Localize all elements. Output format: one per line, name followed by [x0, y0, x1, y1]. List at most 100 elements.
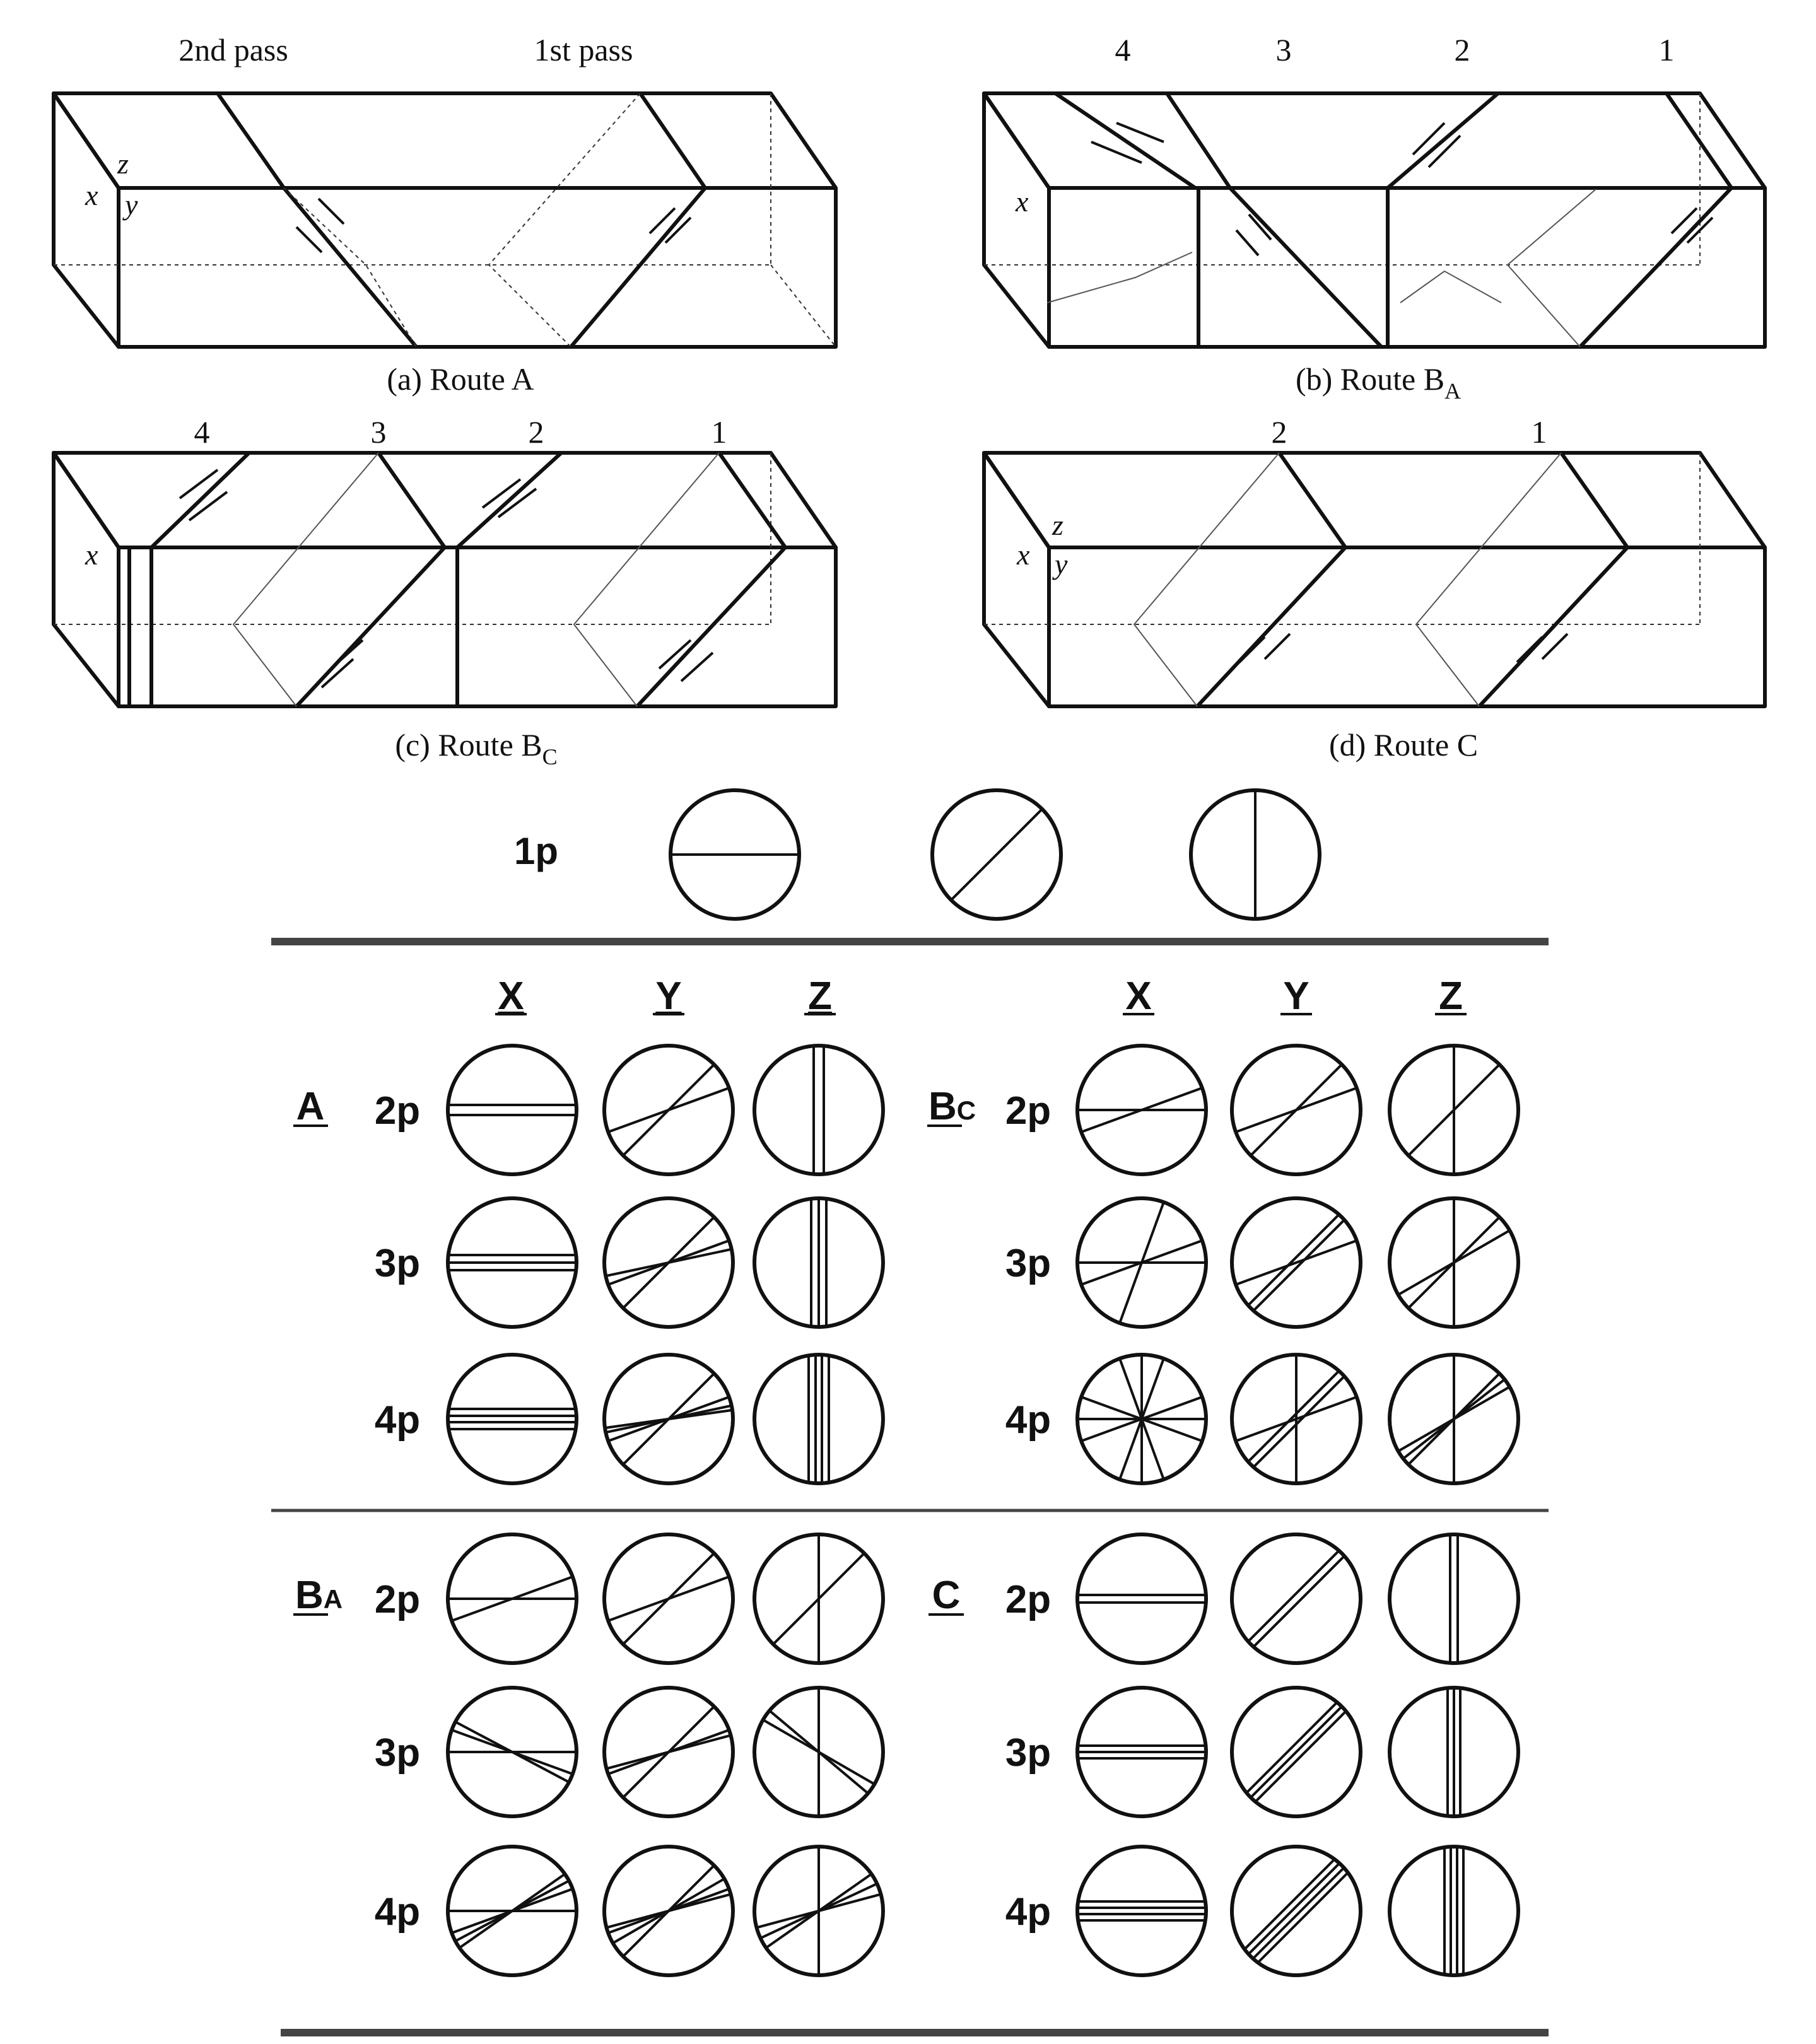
route-label-ba-subscript: A	[324, 1584, 343, 1614]
route-c-hidden-shear	[1415, 452, 1562, 707]
shear-plane-circle	[1230, 1353, 1362, 1485]
route-bc-end-face	[52, 451, 120, 708]
shear-trace-line	[1236, 1239, 1356, 1286]
circle-outline	[446, 1044, 578, 1176]
route-c-top-face	[982, 451, 1767, 549]
route-label-ba-main: B	[295, 1574, 324, 1617]
route-a-shear-arrow	[317, 197, 345, 225]
route-a-hidden-shear-1	[488, 93, 641, 347]
shear-plane-circle	[602, 1533, 735, 1665]
circle-outline	[753, 1353, 885, 1485]
route-c-pass-label-2: 2	[1272, 414, 1287, 450]
shear-plane-circle	[1075, 1533, 1208, 1665]
route-ba-pass-label-3: 3	[1276, 32, 1292, 67]
route-a-end-face	[52, 91, 120, 349]
circle-outline	[1388, 1845, 1520, 1977]
route-c-caption: (d) Route C	[1329, 727, 1478, 762]
route-bc-shear-arrow	[179, 469, 219, 499]
circle-outline	[1075, 1845, 1208, 1977]
shear-trace-line	[1250, 1706, 1342, 1798]
shear-trace-line	[1082, 1087, 1202, 1133]
shear-plane-circle	[1075, 1845, 1208, 1977]
route-bc-panel: 4 3 2 1 x (c) Ro	[52, 414, 838, 769]
shear-plane-circle	[446, 1533, 578, 1665]
pass-row-label: 3p	[375, 1242, 420, 1285]
shear-trace-line	[1253, 1867, 1344, 1959]
pass-row-label: 3p	[1005, 1242, 1051, 1285]
pass-row-label: 3p	[1005, 1731, 1051, 1775]
route-ba-panel: 4 3 2 1 x (b) Ro	[982, 32, 1767, 404]
route-a-front-face	[117, 186, 838, 349]
first-pass-circle	[669, 788, 801, 921]
route-a-axis-z: z	[117, 148, 129, 180]
route-ba-shear-arrow	[1248, 213, 1272, 241]
plane-header-x-right: X	[1125, 974, 1151, 1018]
route-label-c: C	[932, 1574, 961, 1617]
route-a-top-face	[52, 91, 838, 190]
route-ba-shear-arrow	[1412, 122, 1446, 156]
route-bc-shear-plane-3	[295, 452, 447, 708]
pass-row-label: 4p	[1005, 1890, 1051, 1934]
route-label-ba: BA	[295, 1574, 343, 1617]
shear-trace-line	[1248, 1550, 1339, 1642]
shear-trace-line	[455, 1721, 569, 1783]
route-c-front-face	[1047, 546, 1767, 708]
plane-header-y-right: Y	[1283, 974, 1309, 1018]
header-left: X Y Z	[495, 974, 836, 1018]
shear-plane-circle	[1230, 1196, 1362, 1329]
route-ba-shear-arrow	[1427, 134, 1462, 168]
route-a-hidden-shear-2	[283, 187, 417, 347]
route-bc-caption-subscript: C	[542, 744, 558, 769]
route-bc-shear-arrow	[320, 658, 354, 689]
shear-plane-circle	[1230, 1044, 1362, 1176]
first-pass-circle	[1189, 788, 1321, 921]
header-right: X Y Z	[1123, 974, 1467, 1018]
route-bc-caption: (c) Route BC	[395, 727, 557, 769]
first-pass-circle	[930, 788, 1063, 921]
route-a-hidden-edge	[770, 264, 836, 347]
route-ba-hidden-shear	[1046, 252, 1193, 303]
route-ba-shear-plane-3	[1165, 92, 1383, 349]
route-grid-2: 2p 3p 4p	[1005, 1044, 1520, 1485]
route-bc-shear-plane-1	[635, 452, 788, 708]
route-bc-hidden-shear	[232, 452, 379, 707]
route-c-shear-arrow	[1238, 636, 1266, 663]
route-a-shear-plane-1	[569, 92, 708, 348]
route-ba-pass-label-1: 1	[1659, 32, 1675, 67]
route-bc-pass-label-1: 1	[712, 414, 727, 450]
route-ba-top-face	[982, 91, 1767, 190]
route-bc-shear-plane-2	[455, 451, 563, 549]
shear-plane-circle	[753, 1533, 885, 1665]
route-a-shear-arrow	[295, 226, 323, 254]
route-bc-shear-arrow	[481, 478, 522, 509]
route-ba-caption: (b) Route BA	[1296, 361, 1461, 404]
plane-header-z-right: Z	[1439, 974, 1463, 1018]
route-bc-axis-x: x	[85, 539, 98, 571]
shear-plane-circle	[1230, 1686, 1362, 1818]
route-c-panel: 2 1 x y z (d) Route C	[982, 414, 1767, 762]
route-bc-caption-main: (c) Route B	[395, 727, 542, 762]
pass-row-label: 2p	[1005, 1089, 1051, 1133]
shear-plane-circle	[1230, 1845, 1362, 1977]
route-label-bc: BC	[929, 1085, 976, 1128]
circle-outline	[753, 1044, 885, 1176]
shear-trace-line	[1253, 1376, 1345, 1468]
route-ba-hidden-shear	[1506, 189, 1596, 347]
route-bc-pass-label-2: 2	[529, 414, 544, 450]
shear-trace-line	[1245, 1859, 1335, 1949]
pass-row-label: 4p	[1005, 1398, 1051, 1442]
route-bc-shear-arrow	[497, 488, 537, 518]
route-a-axis-y: y	[122, 189, 138, 221]
route-label-bc-main: B	[929, 1085, 957, 1128]
route-a-shear-plane-2	[216, 92, 418, 348]
circle-outline	[1075, 1533, 1208, 1665]
shear-plane-circle	[446, 1845, 578, 1977]
route-label-bc-subscript: C	[957, 1095, 976, 1125]
shear-plane-circle	[446, 1044, 578, 1176]
route-c-hidden-shear	[1133, 452, 1280, 707]
pass-row-label: 2p	[1005, 1578, 1051, 1621]
